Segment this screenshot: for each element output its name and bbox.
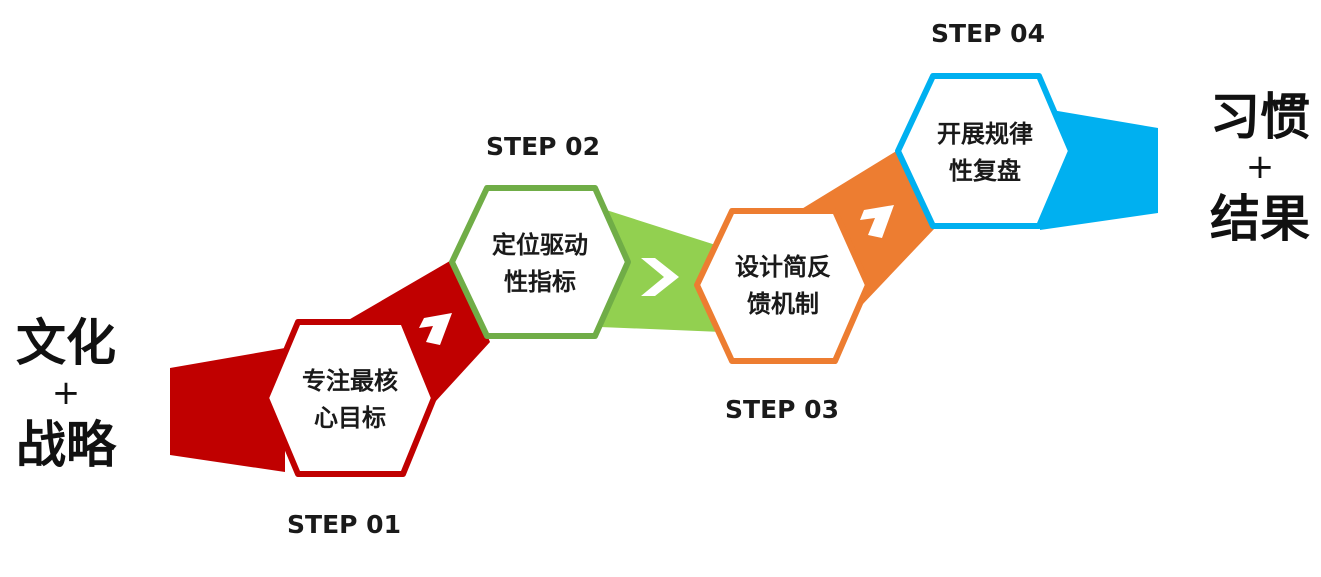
left-block-bottom: 战略	[16, 416, 116, 474]
step1-label: STEP 01	[287, 510, 401, 539]
step4-text-line1: 开展规律	[937, 120, 1033, 148]
step1-connector-ribbon	[345, 258, 490, 402]
step4-label: STEP 04	[931, 19, 1045, 48]
chevron-arrow-icon-2	[641, 258, 679, 296]
step4-text-line2: 性复盘	[949, 157, 1021, 185]
step4-hexagon	[895, 73, 1074, 229]
step1-tail-ribbon	[170, 348, 285, 472]
right-block-plus: +	[1245, 147, 1275, 187]
chevron-arrow-icon-1	[419, 313, 452, 345]
step3-label: STEP 03	[725, 395, 839, 424]
left-block-top: 文化	[16, 314, 116, 372]
left-block: 文化 + 战略	[10, 318, 122, 470]
right-block-bottom: 结果	[1210, 190, 1310, 248]
step3-text-line1: 设计简反	[735, 253, 831, 281]
step3-text-line2: 馈机制	[747, 290, 819, 318]
step2-label: STEP 02	[486, 132, 600, 161]
step4-tail-ribbon	[1040, 108, 1158, 230]
step1-text-line2: 心目标	[314, 404, 386, 432]
step2-text-line2: 性指标	[504, 268, 576, 296]
step1-hexagon	[263, 319, 437, 477]
left-block-plus: +	[51, 373, 81, 413]
right-block: 习惯 + 结果	[1203, 92, 1317, 244]
right-block-top: 习惯	[1210, 88, 1310, 146]
step2-text-line1: 定位驱动	[492, 231, 588, 259]
step3-connector-ribbon	[800, 150, 935, 305]
step2-hexagon	[449, 185, 631, 339]
step1-text-line1: 专注最核	[302, 367, 398, 395]
chevron-arrow-icon-3	[860, 205, 894, 238]
step3-hexagon	[694, 208, 871, 364]
